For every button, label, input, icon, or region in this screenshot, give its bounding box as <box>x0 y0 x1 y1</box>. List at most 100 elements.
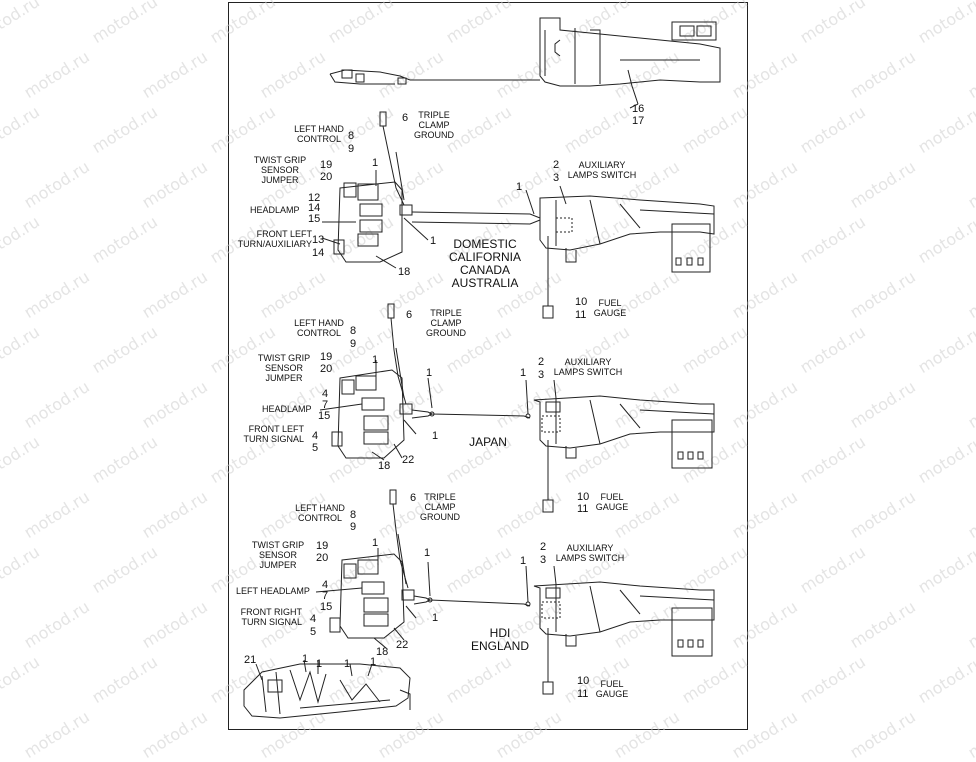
s2-region-label: JAPAN <box>460 436 516 449</box>
s3-num-8: 8 <box>350 509 357 521</box>
s3-twist-grip-label: TWIST GRIP SENSOR JUMPER <box>246 540 310 570</box>
s1-num-11: 11 <box>575 309 587 321</box>
s3-fuel-line1: FUEL <box>600 679 624 689</box>
s1-ground-label: TRIPLE CLAMP GROUND <box>412 110 456 140</box>
s3-region-label: HDI ENGLAND <box>468 627 532 653</box>
s2-num-11: 11 <box>577 503 589 515</box>
s2-fuel-line1: FUEL <box>600 492 624 502</box>
s3-num-3: 3 <box>540 554 547 566</box>
s1-region-label: DOMESTIC CALIFORNIA CANADA AUSTRALIA <box>440 238 530 290</box>
s1-left-hand-control-label: LEFT HAND CONTROL <box>290 124 348 144</box>
s2-ground-line2: CLAMP <box>430 318 462 328</box>
s1-ground-label-line3: GROUND <box>414 130 454 140</box>
s3-front-right-label: FRONT RIGHT TURN SIGNAL <box>234 607 302 627</box>
s1-headlamp-label: HEADLAMP <box>250 205 300 215</box>
s1-region-line4: AUSTRALIA <box>451 276 519 290</box>
s3-num-1-d: 1 <box>520 555 527 567</box>
s3-ground-line2: CLAMP <box>424 502 456 512</box>
s3-twist-line1: TWIST GRIP <box>251 540 305 550</box>
s2-twist-grip-label: TWIST GRIP SENSOR JUMPER <box>252 353 316 383</box>
s2-num-22: 22 <box>402 454 415 466</box>
s1-aux-switch-label: AUXILIARY LAMPS SWITCH <box>564 160 640 180</box>
s1-num-2: 2 <box>553 159 560 171</box>
s1-num-18: 18 <box>398 266 411 278</box>
s2-num-7: 7 <box>322 399 329 411</box>
s1-num-1-b: 1 <box>430 235 437 247</box>
s2-num-18: 18 <box>378 460 391 472</box>
s3-ground-line3: GROUND <box>420 512 460 522</box>
s1-front-line2: TURN/AUXILIARY <box>237 239 312 249</box>
s3-num-9: 9 <box>350 521 357 533</box>
s3-num-22: 22 <box>396 639 409 651</box>
s3-num-18: 18 <box>376 646 389 658</box>
s3-region-line1: HDI <box>489 626 511 640</box>
s1-num-1-a: 1 <box>372 157 379 169</box>
s3-region-line2: ENGLAND <box>470 639 529 653</box>
s2-num-9: 9 <box>350 338 357 350</box>
s2-ground-line1: TRIPLE <box>430 308 462 318</box>
s1-twist-line2: SENSOR <box>260 165 299 175</box>
s3-num-10: 10 <box>577 675 590 687</box>
s2-front-left-label: FRONT LEFT TURN SIGNAL <box>236 424 304 444</box>
s1-twist-line1: TWIST GRIP <box>253 155 307 165</box>
s2-num-4: 4 <box>322 388 329 400</box>
s1-front-left-label: FRONT LEFT TURN/AUXILIARY <box>232 229 312 249</box>
s1-ground-label-line1: TRIPLE <box>418 110 450 120</box>
s1-aux-line1: AUXILIARY <box>578 160 626 170</box>
s1-lhc-line1: LEFT HAND <box>294 124 344 134</box>
s2-aux-switch-label: AUXILIARY LAMPS SWITCH <box>550 357 626 377</box>
s2-num-4b: 4 <box>312 430 319 442</box>
s2-lhc-line2: CONTROL <box>296 328 341 338</box>
s1-ground-label-line2: CLAMP <box>418 120 450 130</box>
s1-num-20: 20 <box>320 171 333 183</box>
s2-num-1-a: 1 <box>372 354 379 366</box>
s2-twist-line1: TWIST GRIP <box>257 353 311 363</box>
s2-front-line2: TURN SIGNAL <box>243 434 304 444</box>
wiring-line-art <box>243 17 721 719</box>
s1-num-14b: 14 <box>312 247 325 259</box>
s3-num-2: 2 <box>540 541 547 553</box>
s1-num-3: 3 <box>553 172 560 184</box>
s1-num-19: 19 <box>320 159 333 171</box>
s3-num-4b: 4 <box>310 613 317 625</box>
s2-num-20: 20 <box>320 363 333 375</box>
s2-num-1-b: 1 <box>426 367 433 379</box>
s2-fuel-line2: GAUGE <box>595 502 629 512</box>
diagram-border <box>228 2 748 730</box>
s3-aux-switch-label: AUXILIARY LAMPS SWITCH <box>552 543 628 563</box>
s1-num-1-c: 1 <box>516 181 523 193</box>
s3-num-1-c: 1 <box>432 612 439 624</box>
bottom-num-1-b: 1 <box>316 658 323 670</box>
s3-ground-label: TRIPLE CLAMP GROUND <box>418 492 462 522</box>
s2-num-19: 19 <box>320 351 333 363</box>
s3-num-5: 5 <box>310 626 317 638</box>
s1-num-8: 8 <box>348 130 355 142</box>
s1-num-10: 10 <box>575 296 588 308</box>
bottom-inset-line-art <box>243 659 411 719</box>
s2-headlamp-label: HEADLAMP <box>262 404 312 414</box>
s2-lhc-line1: LEFT HAND <box>294 318 344 328</box>
s1-ground-num: 6 <box>402 112 409 124</box>
s2-aux-line2: LAMPS SWITCH <box>553 367 623 377</box>
s2-front-line1: FRONT LEFT <box>248 424 304 434</box>
bottom-num-1-c: 1 <box>344 658 351 670</box>
s1-lhc-line2: CONTROL <box>296 134 341 144</box>
s1-twist-line3: JUMPER <box>261 175 299 185</box>
s3-fuel-gauge-label: FUEL GAUGE <box>592 679 632 699</box>
s1-num-14: 14 <box>308 202 321 214</box>
s2-num-10: 10 <box>577 491 590 503</box>
s3-num-1-b: 1 <box>424 547 431 559</box>
s1-num-13: 13 <box>312 234 325 246</box>
s1-aux-line2: LAMPS SWITCH <box>567 170 637 180</box>
s2-num-1-d: 1 <box>520 367 527 379</box>
s2-ground-num: 6 <box>406 309 413 321</box>
s2-aux-line1: AUXILIARY <box>564 357 612 367</box>
s1-fuel-gauge-label: FUEL GAUGE <box>590 298 630 318</box>
s3-ground-num: 6 <box>410 492 417 504</box>
s1-front-line1: FRONT LEFT <box>256 229 312 239</box>
s1-region-line3: CANADA <box>459 263 510 277</box>
s2-num-3: 3 <box>538 369 545 381</box>
s3-lhc-line1: LEFT HAND <box>295 503 345 513</box>
s1-num-9: 9 <box>348 143 355 155</box>
